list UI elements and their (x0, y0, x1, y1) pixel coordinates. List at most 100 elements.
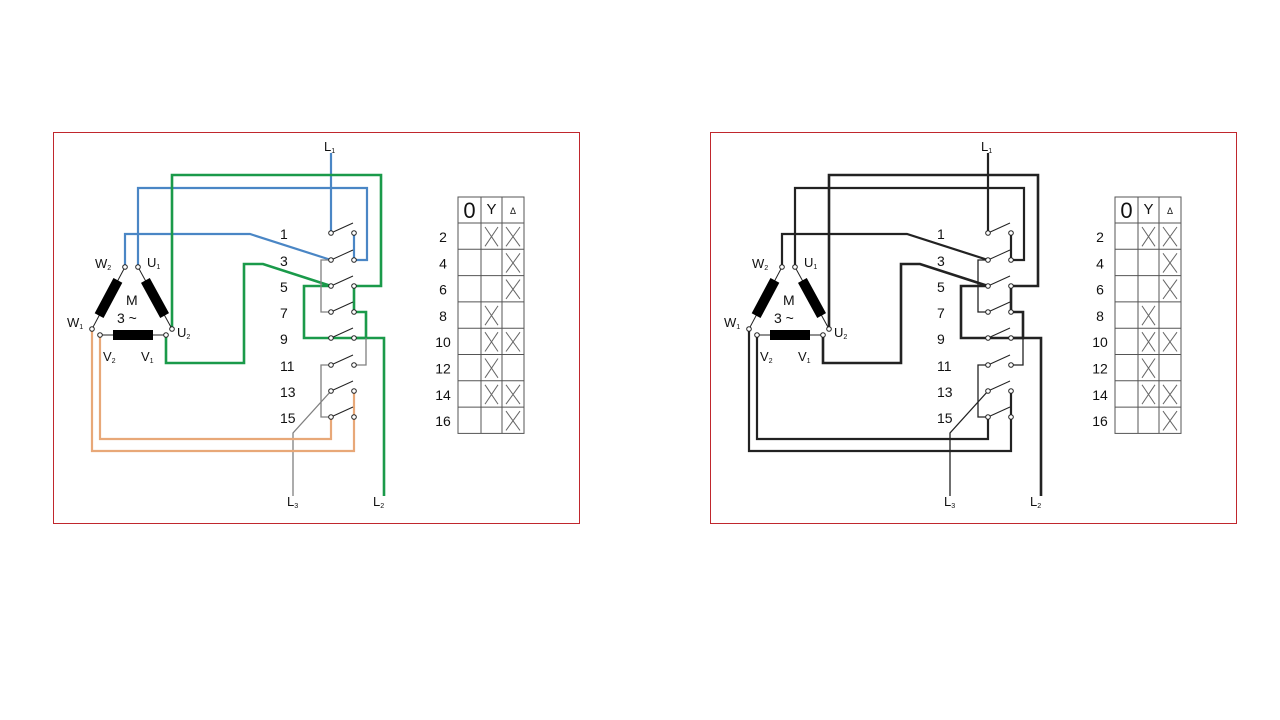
switch-number: 13 (937, 384, 953, 400)
switch-contact (351, 230, 357, 236)
label-l2-subscript: 2 (1037, 502, 1041, 510)
wire-w2 (123, 232, 332, 267)
table-header: Δ (510, 206, 516, 216)
switch-number: 7 (937, 305, 945, 321)
table-header: Y (1143, 201, 1153, 218)
label-motor-phase: 3 ~ (774, 310, 794, 326)
label-l3: L3 (944, 494, 955, 510)
label-u1-subscript: 1 (156, 263, 160, 271)
label-l1-subscript: 1 (988, 147, 992, 155)
switch-blade (987, 249, 1011, 261)
table-mark-x (1162, 279, 1178, 300)
table-mark-x (505, 279, 521, 300)
switch-contact (1008, 414, 1014, 420)
coil-u (797, 278, 827, 318)
switch-blade (330, 406, 354, 418)
label-l2: L2 (1030, 494, 1041, 510)
table-mark-x (1141, 226, 1156, 247)
table-mark-x (505, 253, 521, 273)
label-v1-subscript: 1 (807, 357, 811, 365)
wire-bridge-11-15 (320, 364, 331, 418)
terminal (820, 332, 826, 338)
wire-bridge-11-15 (977, 364, 988, 418)
coil-w (94, 277, 123, 319)
switch-contact (351, 309, 357, 315)
switch-contact (328, 388, 334, 394)
wire-l3 (949, 390, 989, 496)
switch-number: 11 (280, 358, 295, 374)
switch-blade (987, 301, 1011, 313)
table-row-label: 10 (435, 334, 451, 350)
switch-blade (987, 354, 1011, 366)
switch-contact (351, 414, 357, 420)
table-row-label: 16 (435, 413, 451, 429)
label-v2-subscript: 2 (769, 357, 773, 365)
wire-l2-loop (170, 173, 383, 340)
label-u2: U2 (177, 325, 190, 341)
table-mark-x (484, 384, 499, 405)
terminal (89, 326, 95, 332)
table-mark-x (505, 331, 521, 352)
label-u2-subscript: 2 (186, 333, 190, 341)
switch-number: 13 (280, 384, 296, 400)
table-row-label: 2 (439, 229, 447, 245)
table-border (1114, 196, 1182, 434)
terminal (779, 264, 785, 270)
table-row-label: 8 (439, 308, 447, 324)
switch-contact (351, 283, 357, 289)
switch-blade (987, 275, 1011, 287)
table-row-label: 16 (1092, 413, 1108, 429)
wire-bridge-9-11 (354, 338, 367, 366)
table-mark-x (505, 410, 521, 431)
switch-number: 15 (280, 410, 296, 426)
table-header: 0 (1120, 198, 1132, 223)
switch-contact (1008, 362, 1014, 368)
switch-number: 9 (937, 331, 945, 347)
switch-contact (328, 283, 334, 289)
switch-blade (330, 301, 354, 313)
table-mark-x (505, 384, 521, 405)
table-row-label: 2 (1096, 229, 1104, 245)
wire-l2-loop (827, 173, 1040, 340)
terminal (792, 264, 798, 270)
terminal (169, 326, 175, 332)
switch-number: 9 (280, 331, 288, 347)
switch-blade (330, 327, 354, 339)
label-w2: W2 (752, 256, 768, 272)
switch-number: 1 (937, 226, 945, 242)
table-row-label: 10 (1092, 334, 1108, 350)
label-w1-subscript: 1 (736, 323, 740, 331)
label-u1: U1 (147, 255, 160, 271)
table-row-label: 14 (435, 387, 451, 403)
table-mark-x (1162, 253, 1178, 273)
switch-contact (985, 388, 991, 394)
switch-contact (328, 335, 334, 341)
switch-contact (985, 335, 991, 341)
table-row-label: 6 (1096, 282, 1104, 298)
table-header: Y (486, 201, 496, 218)
table-header: 0 (463, 198, 475, 223)
label-w2: W2 (95, 256, 111, 272)
coil-v (770, 330, 810, 340)
switch-contact (1008, 230, 1014, 236)
wire-bridge-9-11 (1011, 338, 1024, 366)
switch-contact (351, 362, 357, 368)
table-mark-x (484, 226, 499, 247)
switch-number: 1 (280, 226, 288, 242)
table-row-label: 12 (435, 361, 451, 377)
switch-contact (351, 388, 357, 394)
switch-blade (330, 354, 354, 366)
label-l3-subscript: 3 (294, 502, 298, 510)
switch-blade (987, 380, 1011, 392)
switch-number: 5 (937, 279, 945, 295)
switch-blade (330, 275, 354, 287)
switch-contact (985, 362, 991, 368)
switch-contact (985, 309, 991, 315)
table-mark-x (1141, 305, 1156, 326)
terminal (97, 332, 103, 338)
table-row-label: 14 (1092, 387, 1108, 403)
wire-bridge-3-7 (320, 259, 331, 313)
terminal (826, 326, 832, 332)
